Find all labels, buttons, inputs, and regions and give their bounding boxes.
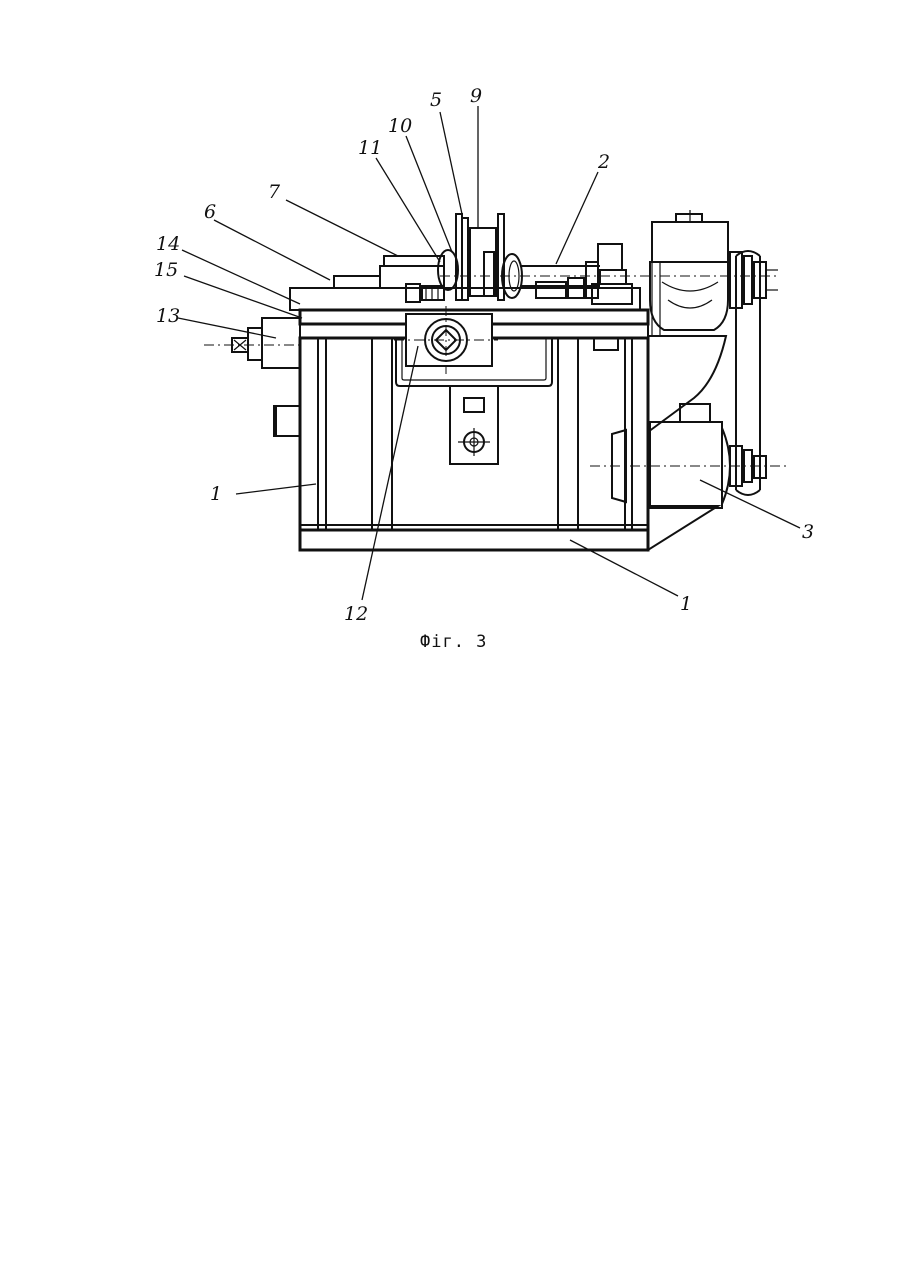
upper-mechanism — [334, 214, 780, 304]
callout-1-left: 1 — [210, 483, 222, 505]
callout-10: 10 — [388, 115, 412, 137]
callout-9: 9 — [470, 85, 482, 107]
cam-unit — [394, 306, 498, 374]
callout-7: 7 — [268, 181, 281, 203]
figure-caption: Фіг. 3 — [420, 632, 540, 652]
callout-14: 14 — [156, 233, 180, 255]
callout-3: 3 — [802, 521, 814, 543]
callout-12: 12 — [344, 603, 368, 625]
callout-15: 15 — [154, 259, 178, 281]
callout-1-bottom: 1 — [680, 593, 692, 615]
callout-13: 13 — [156, 305, 180, 327]
callout-6: 6 — [204, 201, 216, 223]
callout-2: 2 — [597, 151, 610, 173]
drive-unit — [590, 210, 790, 550]
callout-5: 5 — [430, 89, 442, 111]
left-actuator — [204, 318, 300, 436]
callout-11: 11 — [358, 137, 382, 159]
